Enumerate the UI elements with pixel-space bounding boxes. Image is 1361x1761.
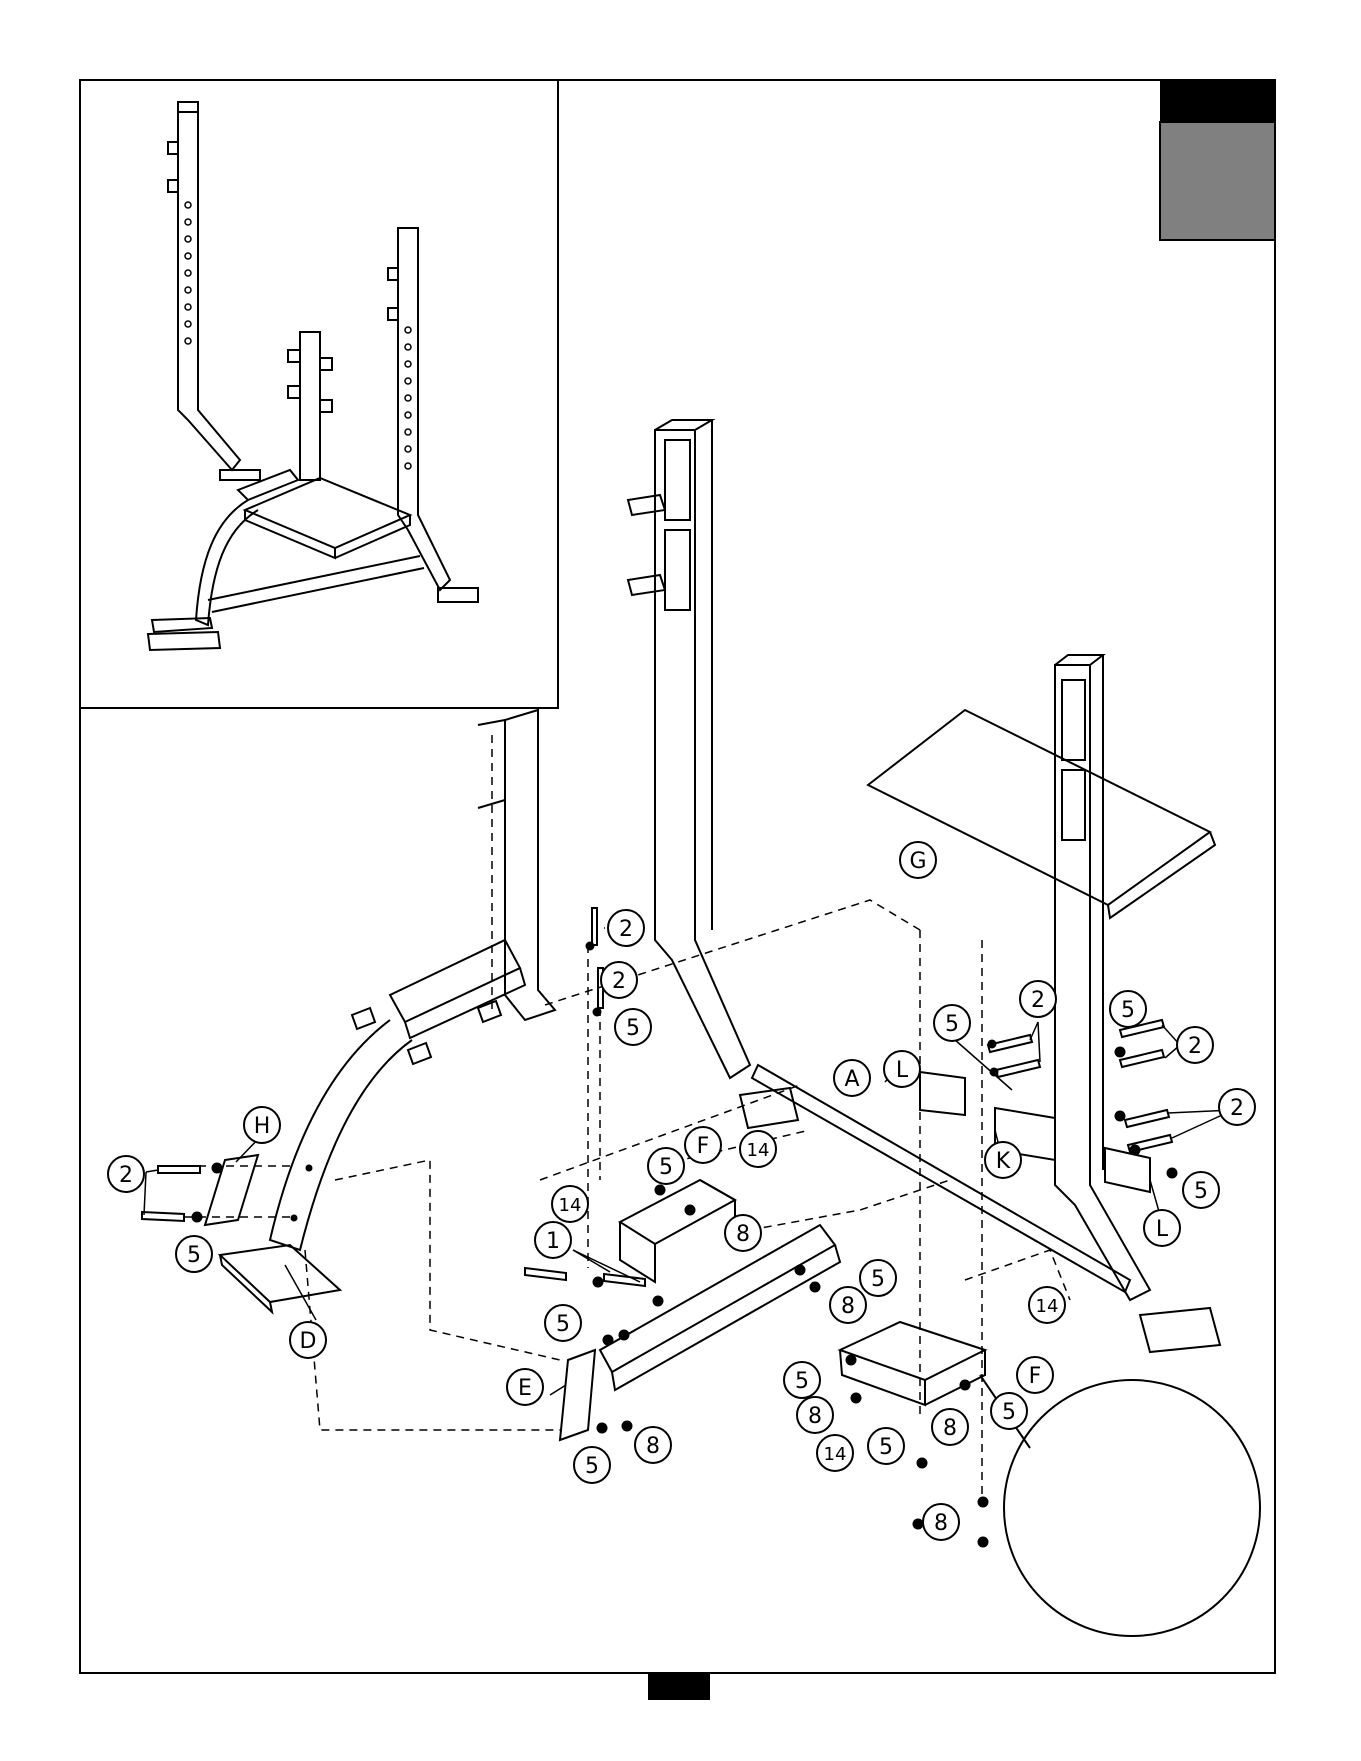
step-tab-dark (1160, 80, 1275, 122)
callout-5: 5 (574, 1447, 610, 1483)
callout-h: H (244, 1107, 280, 1143)
member-e (600, 1225, 835, 1372)
svg-text:D: D (300, 1329, 317, 1354)
exploded-view (142, 420, 1220, 1440)
svg-text:2: 2 (619, 917, 633, 942)
callout-14: 14 (1029, 1287, 1065, 1323)
callout-8: 8 (797, 1397, 833, 1433)
svg-text:8: 8 (841, 1294, 855, 1319)
plate-l-upper (920, 1072, 965, 1115)
svg-text:L: L (1156, 1217, 1169, 1242)
svg-text:2: 2 (1031, 988, 1045, 1013)
svg-text:5: 5 (1194, 1179, 1208, 1204)
svg-text:L: L (896, 1058, 909, 1083)
svg-text:8: 8 (646, 1434, 660, 1459)
svg-text:14: 14 (747, 1140, 770, 1161)
svg-text:8: 8 (934, 1511, 948, 1536)
callout-g: G (900, 842, 936, 878)
callout-2: 2 (1219, 1089, 1255, 1125)
svg-text:5: 5 (795, 1369, 809, 1394)
svg-text:E: E (518, 1376, 532, 1401)
callout-2: 2 (1177, 1027, 1213, 1063)
callouts: 2 2 5 5 2 5 2 2 (108, 842, 1255, 1540)
upright-a (655, 430, 750, 1078)
callout-5: 5 (868, 1428, 904, 1464)
svg-text:5: 5 (556, 1312, 570, 1337)
step-tab-grey (1160, 122, 1275, 240)
svg-text:G: G (909, 849, 926, 874)
callout-14: 14 (817, 1435, 853, 1471)
callout-l: L (1144, 1210, 1180, 1246)
callout-8: 8 (725, 1215, 761, 1251)
frame-d (390, 940, 520, 1022)
page-frame (80, 80, 1275, 1673)
callout-14: 14 (740, 1131, 776, 1167)
svg-text:5: 5 (879, 1435, 893, 1460)
callout-5: 5 (1183, 1172, 1219, 1208)
svg-text:F: F (1029, 1364, 1042, 1389)
svg-text:5: 5 (585, 1454, 599, 1479)
callout-2: 2 (108, 1156, 144, 1192)
callout-1: 1 (535, 1222, 571, 1258)
callout-l: L (884, 1051, 920, 1087)
svg-text:H: H (254, 1114, 271, 1139)
svg-text:2: 2 (119, 1163, 133, 1188)
callout-14: 14 (552, 1186, 588, 1222)
svg-text:5: 5 (1002, 1400, 1016, 1425)
svg-text:2: 2 (1230, 1096, 1244, 1121)
callout-5: 5 (991, 1393, 1027, 1429)
svg-text:K: K (996, 1149, 1011, 1174)
inset-assembled-bench (148, 102, 478, 650)
svg-text:8: 8 (736, 1222, 750, 1247)
callout-8: 8 (923, 1504, 959, 1540)
svg-text:2: 2 (1188, 1034, 1202, 1059)
svg-text:A: A (844, 1067, 859, 1092)
svg-text:8: 8 (943, 1416, 957, 1441)
callout-2: 2 (1020, 981, 1056, 1017)
callout-5: 5 (784, 1362, 820, 1398)
svg-text:8: 8 (808, 1404, 822, 1429)
crossbar-a (752, 1065, 1130, 1292)
callout-2: 2 (601, 962, 637, 998)
svg-text:5: 5 (659, 1155, 673, 1180)
detail-circle (1004, 1380, 1260, 1636)
svg-text:5: 5 (945, 1012, 959, 1037)
callout-8: 8 (830, 1287, 866, 1323)
svg-text:1: 1 (546, 1229, 560, 1254)
callout-d: D (290, 1322, 326, 1358)
callout-5: 5 (615, 1009, 651, 1045)
callout-8: 8 (635, 1427, 671, 1463)
svg-text:14: 14 (1036, 1296, 1059, 1317)
callout-5: 5 (648, 1148, 684, 1184)
plate-l-lower (1105, 1148, 1150, 1192)
callout-5: 5 (934, 1005, 970, 1041)
callout-5: 5 (1110, 991, 1146, 1027)
callout-a: A (834, 1060, 870, 1096)
hardware-washers (192, 942, 1177, 1547)
svg-text:F: F (697, 1134, 710, 1159)
svg-text:5: 5 (187, 1243, 201, 1268)
assembly-guides (184, 735, 1070, 1500)
inset-upright-holes (185, 202, 411, 469)
callout-2: 2 (608, 910, 644, 946)
svg-text:5: 5 (871, 1267, 885, 1292)
callout-5: 5 (860, 1260, 896, 1296)
svg-text:14: 14 (559, 1195, 582, 1216)
callout-f: F (685, 1127, 721, 1163)
svg-text:2: 2 (612, 969, 626, 994)
bracket-f-lower (840, 1322, 985, 1380)
callout-5: 5 (545, 1305, 581, 1341)
svg-text:5: 5 (1121, 998, 1135, 1023)
plate-e (560, 1350, 595, 1440)
callout-8: 8 (932, 1409, 968, 1445)
callout-e: E (507, 1369, 543, 1405)
page-number-box (648, 1673, 710, 1700)
svg-text:14: 14 (824, 1444, 847, 1465)
callout-5: 5 (176, 1236, 212, 1272)
callout-f: F (1017, 1357, 1053, 1393)
svg-text:5: 5 (626, 1016, 640, 1041)
callout-k: K (985, 1142, 1021, 1178)
